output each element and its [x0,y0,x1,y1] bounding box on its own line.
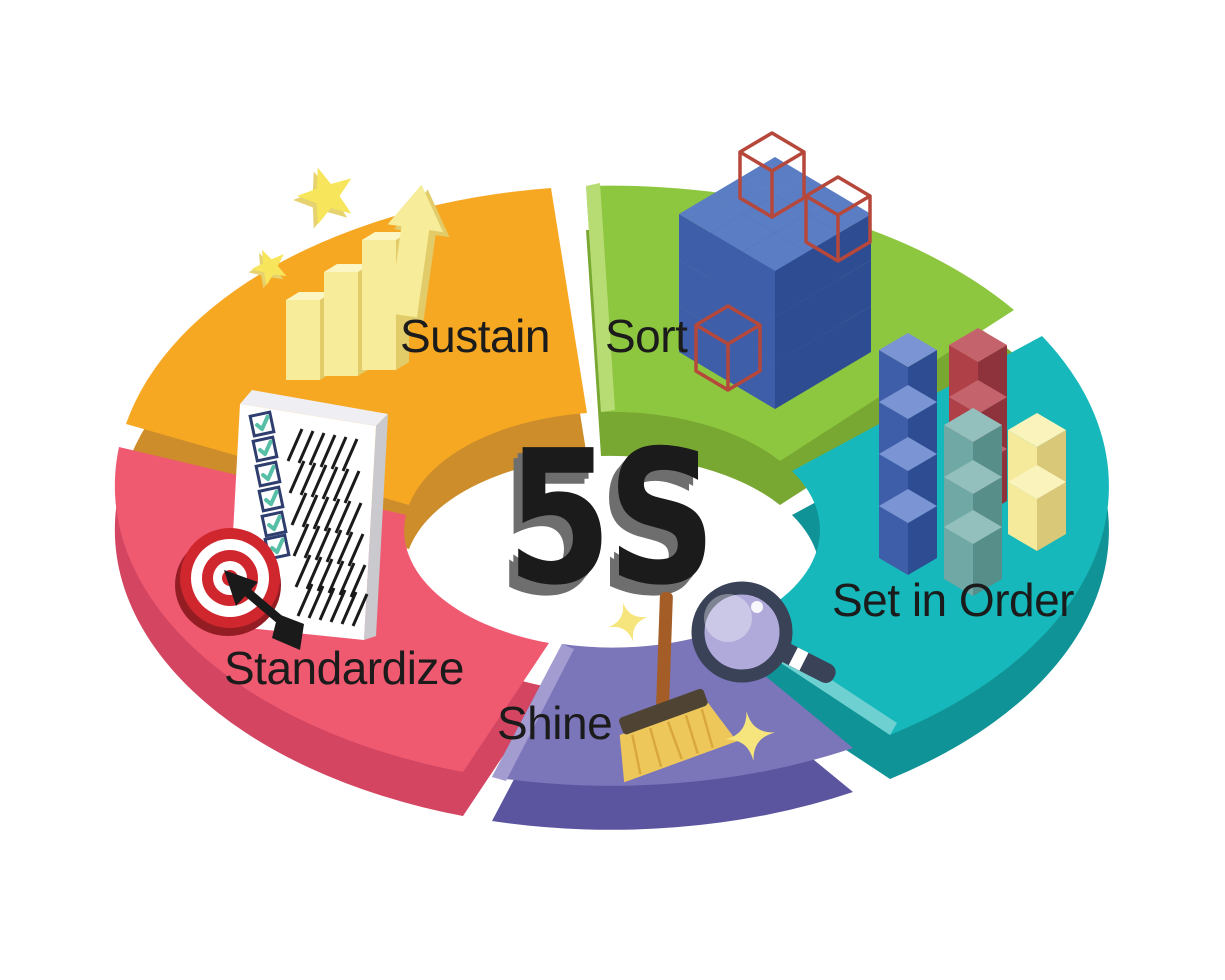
paper-top-face [240,390,388,426]
label-set-in-order: Set in Order [832,574,1074,626]
segment-labels: Sort Set in Order Shine Standardize Sust… [224,310,1075,749]
checklist-target-icon [175,390,388,650]
center-title-extrude2: 5S [502,416,707,631]
magnifier-handle [775,642,836,683]
broom-icon [619,591,737,783]
shine-bevel [492,644,574,781]
label-sort: Sort [605,310,688,362]
tower-blue [879,333,937,575]
bristle-lines [631,708,714,775]
label-sustain: Sustain [400,310,550,362]
star-big [290,158,362,228]
up-arrow-icon [387,184,450,323]
sorted-cubes-icon [679,131,872,409]
center-title: 5S 5S 5S [498,410,717,636]
magnifier-icon [691,581,836,683]
tower-teal [944,408,1002,596]
broom-magnifier-icon [603,581,836,783]
lens-highlight [704,594,752,642]
broom-band [619,688,708,735]
lens-glint [751,601,763,613]
label-standardize: Standardize [224,642,464,694]
target-icon [175,528,304,650]
tower-yellow [1008,413,1066,551]
center-title-text: 5S [507,410,712,625]
label-shine: Shine [497,697,612,749]
broom-handle [655,591,673,719]
magnifier-handle-band [788,647,809,671]
broom-bristles [619,702,737,783]
sort-bevel [586,183,615,412]
growth-chart-icon [242,158,450,380]
dart-arrow-icon [224,570,304,650]
magnifier-lens [691,581,793,683]
paper-side-face [364,414,388,640]
